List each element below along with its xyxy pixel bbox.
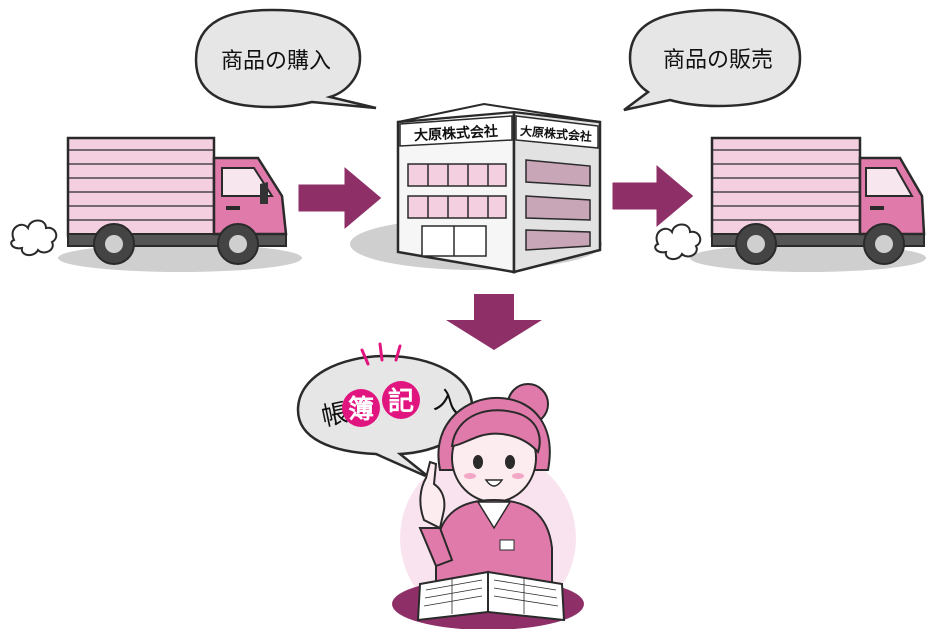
building-sign-side: 大原株式会社 [520,123,593,144]
purchase-bubble: 商品の購入 [194,8,377,110]
arrow-right-icon [297,164,383,232]
ledger-speech-bubble: 帳 簿 記 入 [296,342,474,480]
truck-icon [10,136,302,272]
exhaust-cloud-icon [10,219,58,256]
speech-char-3: 記 [388,386,414,417]
building-icon: 大原株式会社 大原株式会社 [350,102,602,274]
arrow-down-icon [446,294,542,350]
purchase-bubble-text: 商品の購入 [221,49,331,74]
bookkeeper-woman-icon [392,383,584,630]
speech-char-2: 簿 [348,395,374,425]
truck-icon [654,136,926,272]
sales-bubble: 商品の販売 [623,8,802,112]
sales-bubble-text: 商品の販売 [663,48,773,73]
exhaust-cloud-icon [654,223,702,260]
open-ledger-icon [416,570,566,622]
building-sign-front: 大原株式会社 [414,123,499,144]
arrow-right-icon [611,162,695,230]
